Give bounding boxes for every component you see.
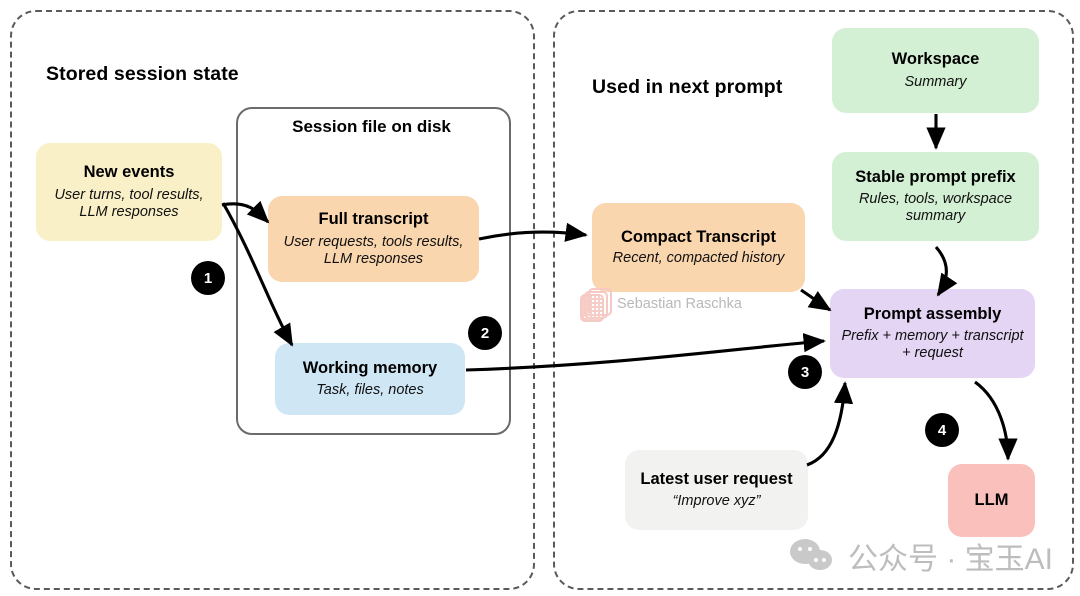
node-working-memory[interactable]: Working memory Task, files, notes xyxy=(275,343,465,415)
session-file-title: Session file on disk xyxy=(292,117,451,136)
node-working-memory-subtitle: Task, files, notes xyxy=(316,381,424,398)
node-workspace[interactable]: Workspace Summary xyxy=(832,28,1039,113)
step-badge-2: 2 xyxy=(468,316,502,350)
author-logo-icon xyxy=(580,288,612,322)
node-latest-user-request-subtitle: “Improve xyz” xyxy=(672,492,761,509)
group-title-used-in-next-prompt: Used in next prompt xyxy=(592,76,783,98)
step-badge-1: 1 xyxy=(191,261,225,295)
group-title-stored-session-state: Stored session state xyxy=(46,63,239,85)
node-compact-transcript-subtitle: Recent, compacted history xyxy=(612,250,785,267)
node-full-transcript[interactable]: Full transcript User requests, tools res… xyxy=(268,196,479,282)
node-prompt-assembly[interactable]: Prompt assembly Prefix + memory + transc… xyxy=(830,289,1035,378)
node-stable-prompt-prefix[interactable]: Stable prompt prefix Rules, tools, works… xyxy=(832,152,1039,241)
node-compact-transcript[interactable]: Compact Transcript Recent, compacted his… xyxy=(592,203,805,292)
step-badge-3: 3 xyxy=(788,355,822,389)
node-full-transcript-title: Full transcript xyxy=(318,210,429,229)
node-full-transcript-subtitle: User requests, tools results, LLM respon… xyxy=(283,233,464,267)
node-llm-title: LLM xyxy=(974,491,1009,510)
node-workspace-subtitle: Summary xyxy=(904,73,967,90)
watermark-wechat: 公众号 · 宝玉AI xyxy=(790,534,1053,578)
node-stable-prompt-prefix-title: Stable prompt prefix xyxy=(855,167,1016,186)
node-workspace-title: Workspace xyxy=(891,50,980,69)
node-prompt-assembly-subtitle: Prefix + memory + transcript + request xyxy=(841,328,1024,362)
node-stable-prompt-prefix-subtitle: Rules, tools, workspace summary xyxy=(858,191,1013,225)
node-prompt-assembly-title: Prompt assembly xyxy=(863,304,1002,323)
group-stored-session-state xyxy=(10,10,535,590)
node-llm[interactable]: LLM xyxy=(948,464,1035,537)
watermark-author: Sebastian Raschka xyxy=(580,288,742,322)
node-new-events-title: New events xyxy=(83,163,175,182)
watermark-wechat-text: 公众号 · 宝玉AI xyxy=(848,543,1054,576)
watermark-author-text: Sebastian Raschka xyxy=(617,296,742,312)
node-latest-user-request-title: Latest user request xyxy=(640,470,793,489)
node-new-events[interactable]: New events User turns, tool results, LLM… xyxy=(36,143,222,241)
node-compact-transcript-title: Compact Transcript xyxy=(621,227,776,246)
group-used-in-next-prompt xyxy=(553,10,1074,590)
step-badge-4: 4 xyxy=(925,413,959,447)
node-working-memory-title: Working memory xyxy=(302,359,438,378)
wechat-bubble-icon xyxy=(790,539,836,573)
node-latest-user-request[interactable]: Latest user request “Improve xyz” xyxy=(625,450,808,530)
node-new-events-subtitle: User turns, tool results, LLM responses xyxy=(54,186,204,220)
